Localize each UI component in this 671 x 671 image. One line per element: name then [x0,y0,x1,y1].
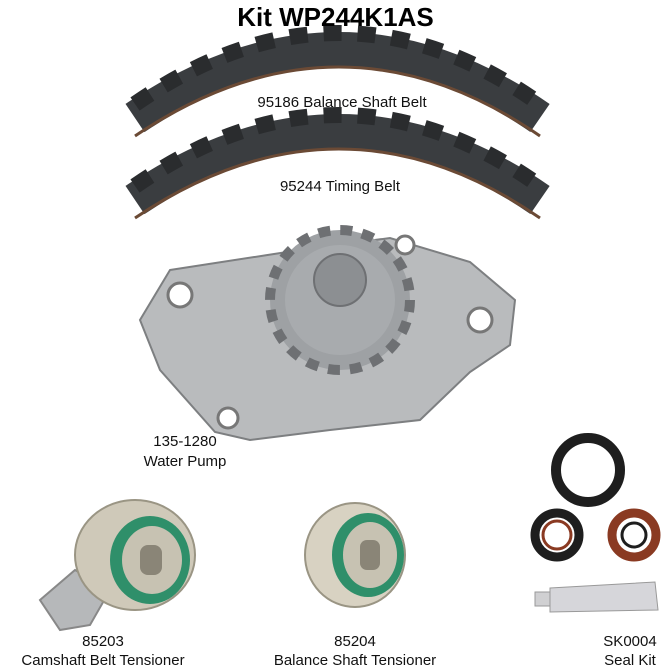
water-pump-image [138,225,517,442]
balance-tensioner-number: 85204 [334,633,376,650]
camshaft-belt-tensioner-image [38,499,196,632]
camshaft-tensioner-number: 85203 [82,633,124,650]
seal-kit-number: SK0004 [603,633,657,650]
seal-kit-image [530,433,661,613]
timing-belt-label: 95244 Timing Belt [279,178,401,195]
timing-belt-image [125,107,550,220]
water-pump-number: 135-1280 [153,433,217,450]
seal-kit-label: Seal Kit [604,652,656,669]
camshaft-tensioner-label: Camshaft Belt Tensioner [21,652,185,669]
balance-tensioner-label: Balance Shaft Tensioner [273,652,437,669]
balance-shaft-belt-label: 95186 Balance Shaft Belt [257,94,427,111]
kit-title: Kit WP244K1AS [237,2,434,32]
balance-shaft-tensioner-image [304,502,406,608]
water-pump-label: Water Pump [143,453,227,470]
balance-shaft-belt-image [125,25,550,138]
